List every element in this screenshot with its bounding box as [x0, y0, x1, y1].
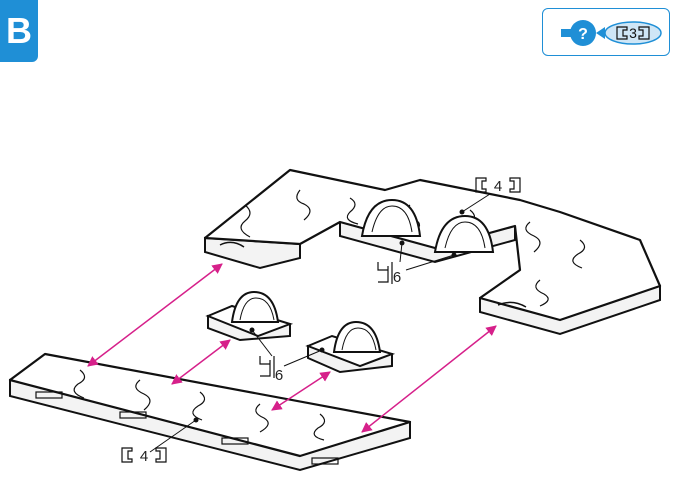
- connection-arrow: [362, 326, 496, 432]
- top-straight-count: 4: [494, 178, 502, 195]
- loose-curve-count: 6: [275, 367, 283, 384]
- top-curve-count: 6: [393, 269, 401, 286]
- bottom-straight-count: 4: [140, 448, 148, 465]
- loose-curve-piece-right: [308, 322, 392, 372]
- loose-curve-piece-left: [208, 292, 290, 340]
- connection-arrow: [88, 264, 222, 366]
- connection-arrow: [172, 340, 230, 384]
